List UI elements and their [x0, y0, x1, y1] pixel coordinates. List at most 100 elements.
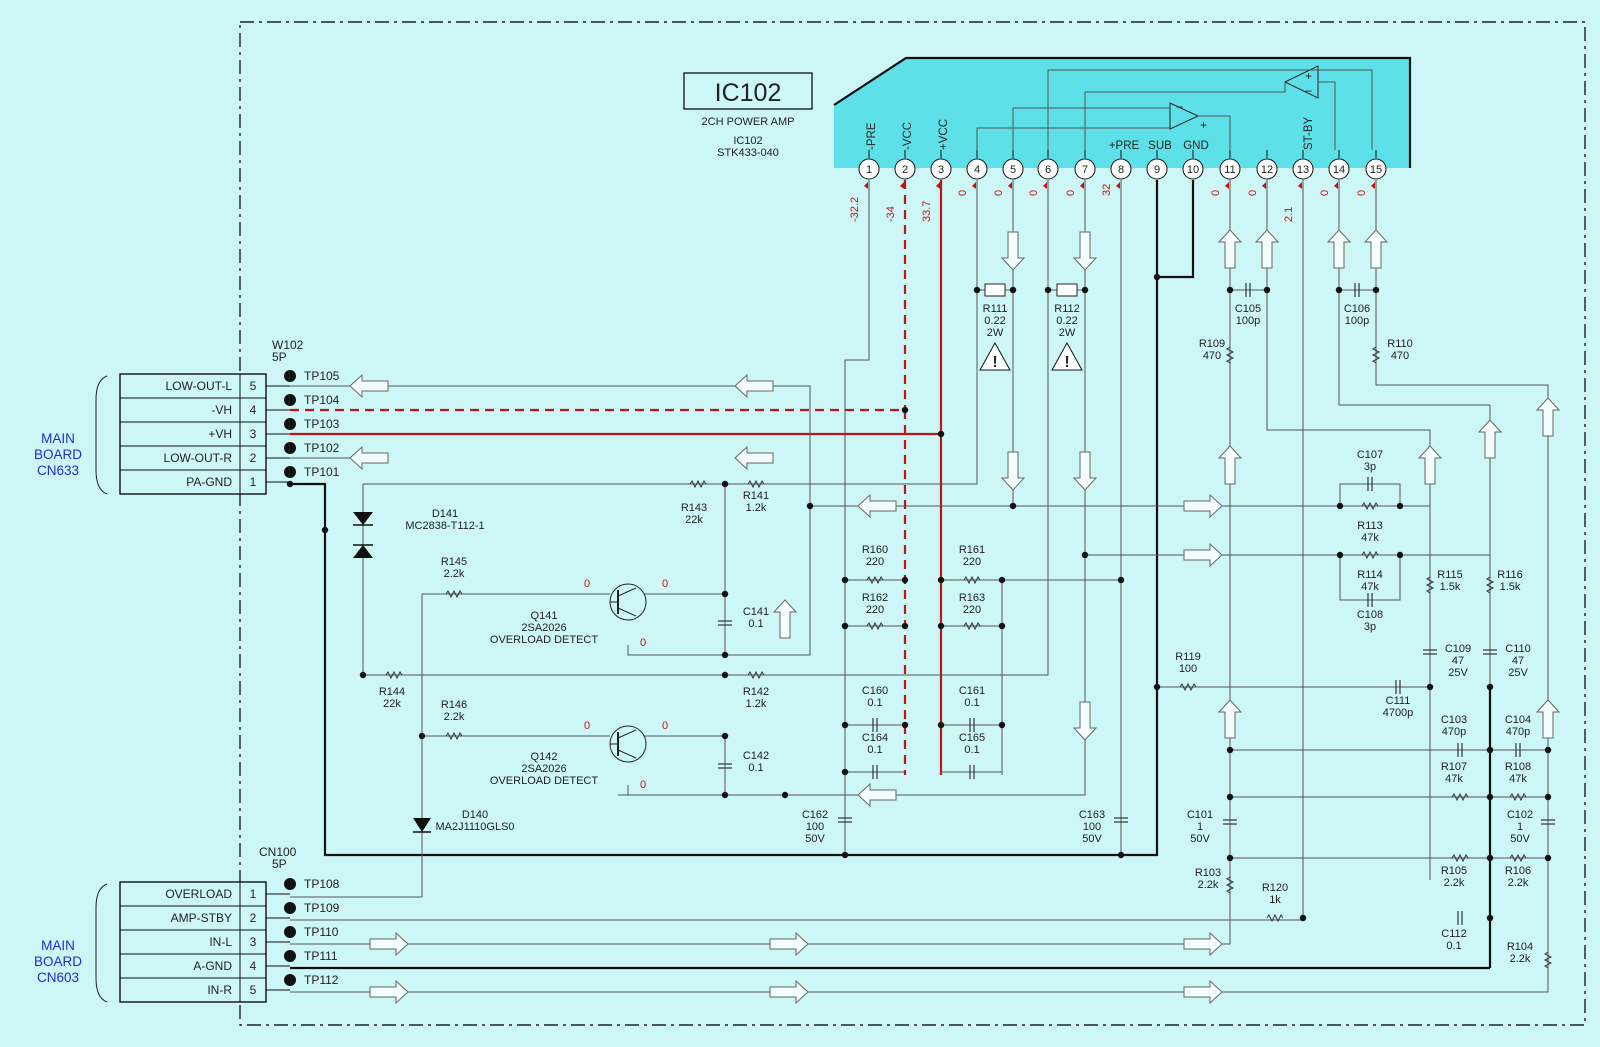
pin-voltage: -34	[885, 206, 897, 222]
ic-pin-11: 11	[1219, 150, 1241, 180]
q141-collector-voltage: 0	[640, 637, 646, 649]
pin-voltage: 0	[1065, 190, 1077, 196]
svg-text:R110: R110	[1387, 338, 1412, 350]
svg-text:R112: R112	[1054, 303, 1079, 315]
svg-text:47: 47	[1452, 655, 1464, 667]
ic-pin-5: 5	[1002, 150, 1024, 180]
test-point-label: TP105	[304, 369, 340, 383]
pin-label: IN-L	[209, 935, 232, 949]
svg-text:R145: R145	[441, 556, 467, 568]
svg-text:0.22: 0.22	[1056, 315, 1077, 327]
pin-label-stby: ST-BY	[1303, 116, 1315, 150]
test-point-label: TP111	[304, 949, 338, 963]
svg-text:220: 220	[866, 556, 884, 568]
ic-pin-2: 2	[894, 150, 916, 180]
svg-text:47k: 47k	[1361, 581, 1379, 593]
ic-pin-8: 8	[1110, 150, 1132, 180]
cn100-board-cn: CN603	[37, 970, 79, 985]
svg-text:C161: C161	[959, 685, 985, 697]
pin-voltage: 0	[1319, 190, 1331, 196]
pin-label: PA-GND	[186, 475, 232, 489]
svg-text:6: 6	[1045, 164, 1051, 176]
q142-collector-voltage: 0	[640, 779, 646, 791]
w102-name: W102	[272, 338, 304, 352]
svg-text:8: 8	[1118, 164, 1124, 176]
svg-text:R120: R120	[1262, 882, 1288, 894]
svg-text:2W: 2W	[1059, 327, 1076, 339]
svg-text:50V: 50V	[1510, 833, 1530, 845]
cn100-board-main: MAIN	[41, 938, 75, 953]
svg-text:Q141: Q141	[531, 610, 558, 622]
svg-text:100p: 100p	[1236, 315, 1260, 327]
svg-text:C111: C111	[1386, 695, 1411, 707]
svg-text:22k: 22k	[383, 698, 401, 710]
pin-label: LOW-OUT-L	[166, 379, 233, 393]
pin-voltage: -32.2	[849, 197, 861, 222]
cn100-name: CN100	[259, 845, 297, 859]
svg-text:2: 2	[902, 164, 908, 176]
svg-text:MC2838-T112-1: MC2838-T112-1	[405, 520, 484, 532]
pin-number: 2	[250, 451, 257, 465]
svg-text:0.1: 0.1	[964, 744, 979, 756]
svg-text:R161: R161	[959, 544, 985, 556]
svg-text:9: 9	[1154, 164, 1160, 176]
svg-text:0.22: 0.22	[984, 315, 1005, 327]
svg-text:47k: 47k	[1361, 532, 1379, 544]
pin-number: 3	[250, 935, 257, 949]
svg-text:MA2J1110GLS0: MA2J1110GLS0	[435, 821, 514, 833]
svg-text:OVERLOAD DETECT: OVERLOAD DETECT	[490, 775, 598, 787]
d141-diode	[353, 512, 373, 558]
test-point	[284, 878, 296, 890]
w102-board-board: BOARD	[34, 447, 82, 462]
svg-text:3p: 3p	[1364, 461, 1376, 473]
pin-label-sub: SUB	[1148, 140, 1172, 152]
pin-number: 5	[250, 983, 257, 997]
svg-text:R163: R163	[959, 592, 985, 604]
svg-text:2SA2026: 2SA2026	[521, 622, 566, 634]
pin-voltage: 0	[1247, 190, 1259, 196]
svg-text:25V: 25V	[1448, 667, 1468, 679]
pin-label: A-GND	[193, 959, 232, 973]
svg-text:R109: R109	[1199, 338, 1225, 350]
pin-voltage: 33.7	[921, 201, 933, 222]
svg-text:2W: 2W	[987, 327, 1004, 339]
svg-text:!: !	[992, 354, 997, 371]
ic-pin-7: 7	[1074, 150, 1096, 180]
svg-text:3p: 3p	[1364, 621, 1376, 633]
svg-text:1.2k: 1.2k	[746, 502, 767, 514]
warning-icon: !	[1051, 341, 1083, 371]
svg-text:15: 15	[1370, 164, 1382, 176]
board-border	[239, 21, 1586, 1026]
svg-text:Q142: Q142	[531, 751, 558, 763]
svg-text:22k: 22k	[685, 514, 703, 526]
svg-text:4: 4	[974, 164, 980, 176]
svg-text:R162: R162	[862, 592, 888, 604]
w102-board-cn: CN633	[37, 463, 79, 478]
junctions	[286, 273, 1552, 922]
test-point	[284, 442, 296, 454]
ic-pin-13: 13	[1292, 150, 1314, 180]
svg-text:C112: C112	[1441, 928, 1466, 940]
svg-text:100p: 100p	[1345, 315, 1369, 327]
svg-text:47: 47	[1512, 655, 1524, 667]
test-point	[284, 394, 296, 406]
